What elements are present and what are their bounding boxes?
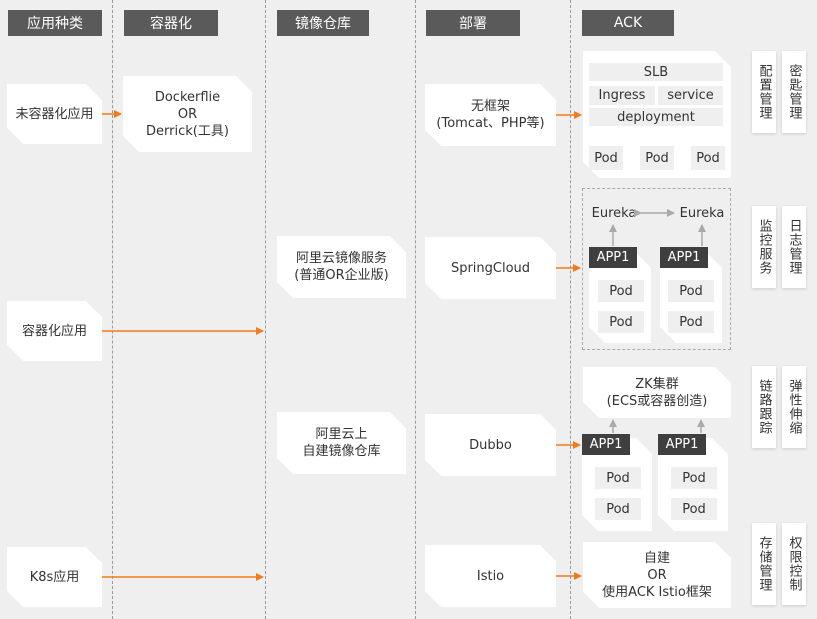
deploy-springcloud: SpringCloud xyxy=(425,237,556,299)
containerize-line1: Dockerflie xyxy=(154,89,221,105)
header-containerize: 容器化 xyxy=(124,10,218,36)
istio-line3: 使用ACK Istio框架 xyxy=(602,584,712,600)
side-label-text: 配置管理 xyxy=(756,64,772,120)
header-ack: ACK xyxy=(582,10,674,36)
deploy-istio-label: Istio xyxy=(476,568,505,584)
istio-line2: OR xyxy=(647,567,667,583)
side-label-text: 密匙管理 xyxy=(786,64,802,120)
header-deploy: 部署 xyxy=(426,10,520,36)
app-non-container-label: 未容器化应用 xyxy=(15,106,94,122)
side-label-text: 弹性伸缩 xyxy=(786,379,802,435)
header-registry: 镜像仓库 xyxy=(277,10,369,36)
deploy-dubbo: Dubbo xyxy=(425,414,556,476)
app-k8s: K8s应用 xyxy=(7,547,102,607)
registry-selfbuilt-line2: 自建镜像仓库 xyxy=(302,444,381,459)
app-k8s-label: K8s应用 xyxy=(29,569,80,585)
side-label-text: 存储管理 xyxy=(756,536,772,592)
pod-box: Pod xyxy=(595,498,641,520)
deploy-noframe-line2: (Tomcat、PHP等) xyxy=(436,116,545,131)
registry-selfbuilt-line1: 阿里云上 xyxy=(315,427,368,442)
side-label-text: 链路跟踪 xyxy=(756,379,772,435)
pod-box: Pod xyxy=(691,146,725,170)
pod-box: Pod xyxy=(671,498,717,520)
zk-line1: ZK集群 xyxy=(635,376,679,392)
zk-cluster: ZK集群 (ECS或容器创造) xyxy=(583,367,731,418)
side-label-trace: 链路跟踪 xyxy=(752,366,776,448)
eureka-left: Eureka xyxy=(591,205,637,221)
ack-spring-cluster xyxy=(582,188,731,350)
deploy-dubbo-label: Dubbo xyxy=(469,437,512,453)
eureka-right: Eureka xyxy=(679,205,725,221)
pod-box: Pod xyxy=(598,280,644,302)
pod-box: Pod xyxy=(589,146,623,170)
app-non-container: 未容器化应用 xyxy=(7,84,102,144)
column-separator xyxy=(570,0,571,619)
side-label-permission: 权限控制 xyxy=(782,523,806,605)
istio-line1: 自建 xyxy=(643,550,670,566)
deploy-noframe-line1: 无框架 xyxy=(470,99,510,114)
side-label-secret: 密匙管理 xyxy=(782,51,806,133)
deployment-box: deployment xyxy=(589,108,723,126)
deploy-istio: Istio xyxy=(425,545,556,607)
registry-service: 阿里云镜像服务 (普通OR企业版) xyxy=(277,236,406,298)
containerize-line3: Derrick(工具) xyxy=(146,123,229,139)
side-label-text: 监控服务 xyxy=(756,219,772,275)
app1-box: APP1 xyxy=(658,434,706,455)
side-label-monitor: 监控服务 xyxy=(752,206,776,288)
registry-service-line2: (普通OR企业版) xyxy=(294,268,389,283)
deploy-noframe: 无框架 (Tomcat、PHP等) xyxy=(425,84,556,146)
registry-service-line1: 阿里云镜像服务 xyxy=(295,251,387,266)
side-label-text: 日志管理 xyxy=(786,219,802,275)
pod-box: Pod xyxy=(668,280,714,302)
containerize-tool: Dockerflie OR Derrick(工具) xyxy=(123,76,252,152)
pod-box: Pod xyxy=(598,311,644,333)
app-container-label: 容器化应用 xyxy=(21,323,87,339)
column-separator xyxy=(265,0,266,619)
pod-box: Pod xyxy=(595,467,641,489)
pod-box: Pod xyxy=(671,467,717,489)
registry-selfbuilt: 阿里云上 自建镜像仓库 xyxy=(277,412,406,474)
side-label-scaling: 弹性伸缩 xyxy=(782,366,806,448)
column-separator xyxy=(415,0,416,619)
app1-box: APP1 xyxy=(589,247,637,268)
slb-box: SLB xyxy=(589,63,723,81)
pod-box: Pod xyxy=(640,146,674,170)
ack-istio-cluster: 自建 OR 使用ACK Istio框架 xyxy=(583,542,731,608)
containerize-line2: OR xyxy=(177,106,198,122)
zk-line2: (ECS或容器创造) xyxy=(606,393,708,409)
header-app-type: 应用种类 xyxy=(8,10,102,36)
deploy-springcloud-label: SpringCloud xyxy=(450,260,531,276)
app1-box: APP1 xyxy=(582,434,630,455)
side-label-log: 日志管理 xyxy=(782,206,806,288)
app-container: 容器化应用 xyxy=(7,301,102,361)
ingress-box: Ingress xyxy=(589,86,655,105)
side-label-storage: 存储管理 xyxy=(752,523,776,605)
column-separator xyxy=(112,0,113,619)
side-label-text: 权限控制 xyxy=(786,536,802,592)
pod-box: Pod xyxy=(668,311,714,333)
side-label-config: 配置管理 xyxy=(752,51,776,133)
app1-box: APP1 xyxy=(660,247,708,268)
service-box: service xyxy=(658,86,723,105)
